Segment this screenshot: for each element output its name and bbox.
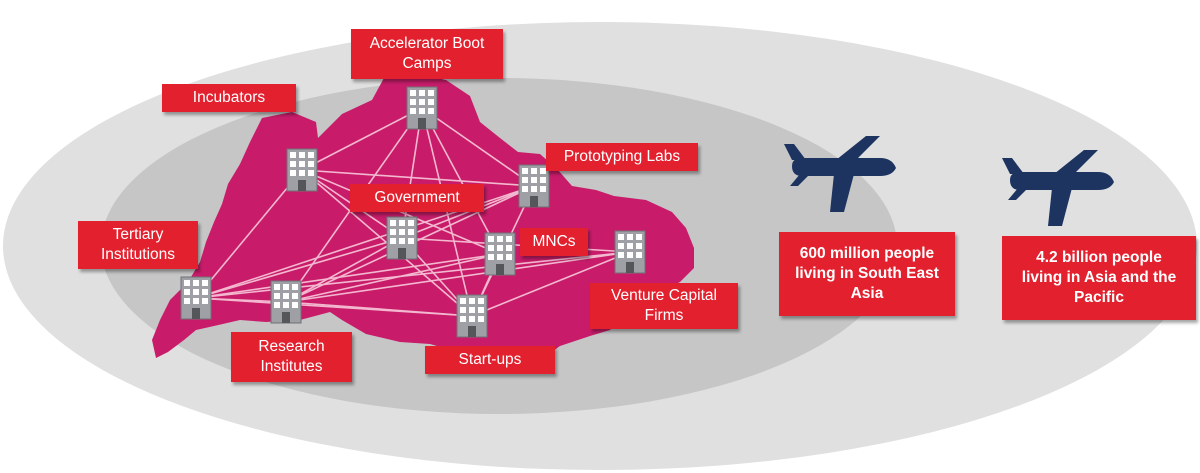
office-building-icon [406, 86, 438, 130]
office-building-icon [270, 280, 302, 324]
label-venture-capital-firms: Venture Capital Firms [590, 283, 738, 329]
office-building-icon [286, 148, 318, 192]
label-research-institutes: Research Institutes [231, 332, 352, 382]
label-accelerator-boot-camps: Accelerator Boot Camps [351, 29, 503, 79]
stat-southeast-asia-population: 600 million people living in South East … [779, 232, 955, 316]
office-building-icon [180, 276, 212, 320]
label-government: Government [350, 184, 484, 212]
label-start-ups: Start-ups [425, 346, 555, 374]
office-building-icon [484, 232, 516, 276]
label-tertiary-institutions: Tertiary Institutions [78, 221, 198, 269]
label-prototyping-labs: Prototyping Labs [546, 143, 698, 171]
office-building-icon [518, 164, 550, 208]
office-building-icon [456, 294, 488, 338]
office-building-icon [386, 216, 418, 260]
stat-asia-pacific-population: 4.2 billion people living in Asia and th… [1002, 236, 1196, 320]
label-incubators: Incubators [162, 84, 296, 112]
office-building-icon [614, 230, 646, 274]
label-mncs: MNCs [520, 228, 588, 256]
